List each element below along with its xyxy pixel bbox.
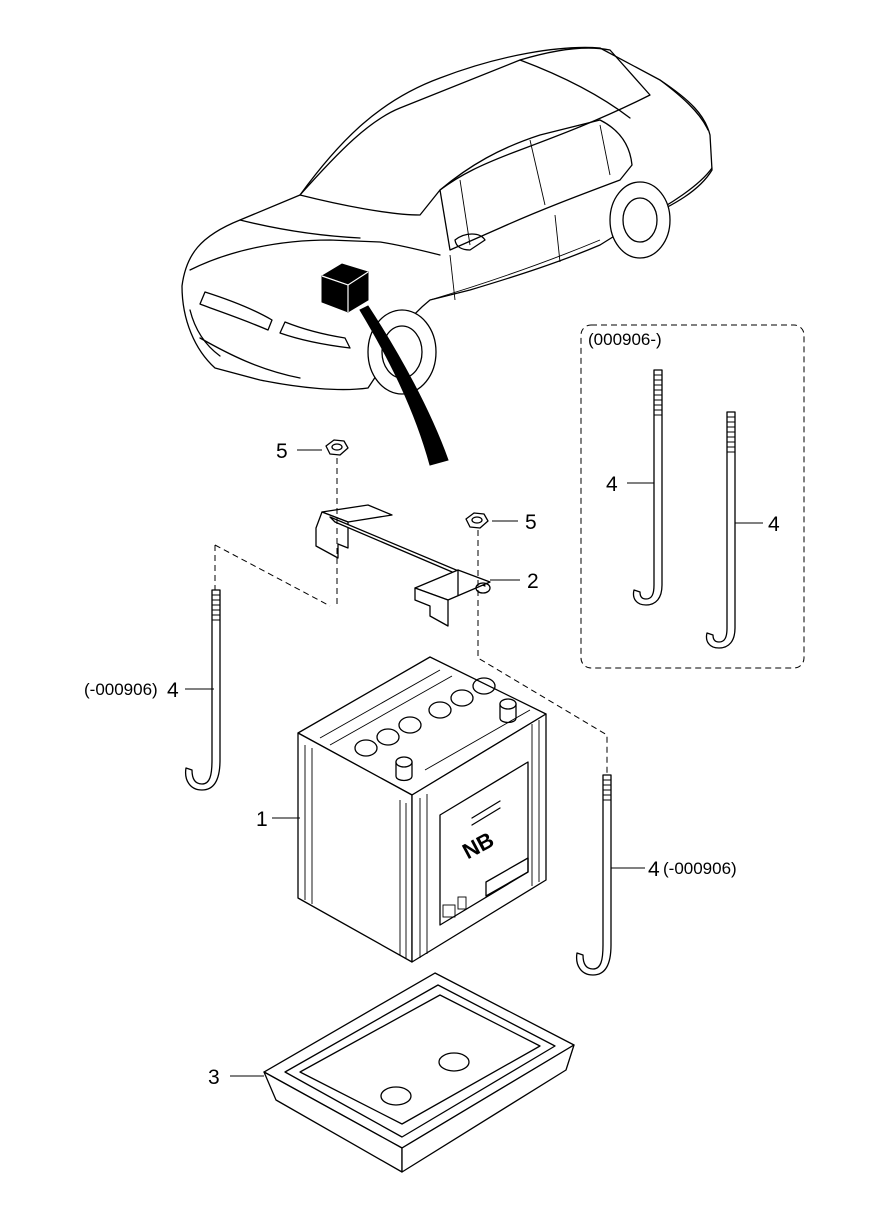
guide-line-nut-right [477,530,608,775]
tray-label: 3 [208,1066,220,1089]
nut-upper [325,439,349,456]
rod-right-range: (-000906) [663,859,737,878]
location-pointer [359,305,449,466]
battery-tray [263,972,575,1173]
inset-rod-2 [705,411,736,649]
inset-rod-1 [632,369,663,606]
nut-label-right: 5 [525,511,537,534]
nut-label-upper: 5 [276,440,288,463]
clamp-label: 2 [527,570,539,593]
battery-label: 1 [256,808,268,831]
inset-rod-1-label: 4 [606,473,618,496]
car-illustration [181,46,713,395]
battery: NB [297,656,547,963]
rod-left-label: 4 [167,679,179,702]
rod-left-range: (-000906) [84,680,158,699]
hold-down-rod-right [575,774,612,976]
inset-range-label: (000906-) [588,330,662,349]
hold-down-rod-left [184,589,221,791]
guide-line-rod-left [214,544,331,607]
nut-right [465,512,489,529]
rod-right-label: 4 [648,858,660,881]
inset-box: (000906-) 4 4 [580,324,805,669]
hold-down-clamp [315,504,491,627]
inset-rod-2-label: 4 [768,513,780,536]
